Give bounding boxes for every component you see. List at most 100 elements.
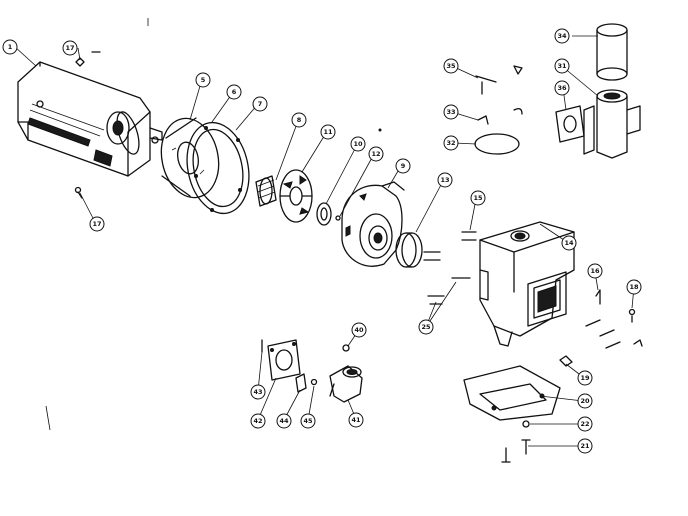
svg-text:40: 40 — [354, 326, 364, 334]
gasket-ring-part — [186, 121, 250, 215]
callout-7: 7 — [252, 96, 268, 112]
callout-10: 10 — [350, 136, 366, 152]
bolt-part-top — [75, 51, 101, 67]
svg-text:32: 32 — [446, 139, 455, 147]
bolt-part-21 — [501, 439, 531, 463]
pipe-nipple-part — [596, 23, 628, 81]
svg-text:9: 9 — [401, 162, 406, 170]
svg-text:45: 45 — [303, 417, 313, 425]
studs-part-25 — [427, 277, 471, 305]
wear-ring-part — [316, 202, 332, 226]
plug-part-40 — [342, 344, 350, 352]
plug-part-19 — [559, 355, 573, 367]
callout-34: 34 — [554, 28, 570, 44]
gasket-part-44 — [295, 373, 307, 393]
callout-45: 45 — [300, 413, 316, 429]
callout-44: 44 — [276, 413, 292, 429]
callout-18: 18 — [626, 279, 642, 295]
svg-text:14: 14 — [564, 239, 574, 247]
svg-text:1: 1 — [8, 43, 13, 51]
callout-21: 21 — [577, 438, 593, 454]
bolt-part-bottom — [74, 186, 83, 199]
svg-text:22: 22 — [580, 420, 589, 428]
elbow-part-41 — [329, 365, 363, 403]
wear-ring-large-part — [395, 232, 423, 268]
svg-text:5: 5 — [201, 76, 206, 84]
svg-text:20: 20 — [580, 397, 590, 405]
svg-text:43: 43 — [253, 388, 262, 396]
nut-part-22 — [522, 420, 530, 428]
callout-32: 32 — [443, 135, 459, 151]
callout-6: 6 — [226, 84, 242, 100]
callout-43: 43 — [250, 384, 266, 400]
flange-plate-part — [555, 105, 595, 155]
svg-text:17: 17 — [92, 220, 101, 228]
stray-mark — [45, 405, 51, 431]
svg-text:10: 10 — [353, 140, 363, 148]
svg-text:33: 33 — [446, 108, 455, 116]
callout-42: 42 — [250, 413, 266, 429]
svg-text:13: 13 — [440, 176, 449, 184]
callout-13: 13 — [437, 172, 453, 188]
svg-text:25: 25 — [421, 323, 431, 331]
shaft-seal-part — [255, 175, 277, 207]
callout-40: 40 — [351, 322, 367, 338]
washer-part-45 — [310, 378, 318, 386]
callout-12: 12 — [368, 146, 384, 162]
motor-part — [17, 61, 163, 177]
svg-text:6: 6 — [232, 88, 237, 96]
adapter-part — [160, 117, 220, 199]
svg-text:7: 7 — [258, 100, 263, 108]
svg-text:44: 44 — [279, 417, 289, 425]
svg-text:19: 19 — [580, 374, 590, 382]
callout-9: 9 — [395, 158, 411, 174]
callout-33: 33 — [443, 104, 459, 120]
stray-dot — [378, 128, 382, 132]
svg-text:31: 31 — [557, 62, 567, 70]
callout-22: 22 — [577, 416, 593, 432]
svg-text:11: 11 — [323, 128, 333, 136]
svg-text:15: 15 — [473, 194, 483, 202]
svg-text:8: 8 — [297, 116, 302, 124]
svg-text:17: 17 — [65, 44, 74, 52]
callout-25: 25 — [418, 319, 434, 335]
callout-5: 5 — [195, 72, 211, 88]
base-part — [463, 365, 561, 421]
svg-text:36: 36 — [557, 84, 567, 92]
cover-plate-part-42 — [267, 339, 301, 381]
svg-text:34: 34 — [557, 32, 567, 40]
pump-body-part — [479, 221, 575, 347]
svg-text:21: 21 — [580, 442, 590, 450]
svg-text:12: 12 — [371, 150, 380, 158]
o-ring-part-32 — [474, 133, 520, 155]
callout-bubbles: 1 17 17 5 6 7 8 11 10 12 9 13 15 14 16 1… — [2, 28, 642, 454]
studs-part-15 — [423, 231, 477, 261]
valve-disc-part-33 — [477, 108, 523, 125]
callout-14: 14 — [561, 235, 577, 251]
callout-17: 17 — [62, 40, 78, 56]
svg-text:18: 18 — [629, 283, 639, 291]
callout-15: 15 — [470, 190, 486, 206]
callout-17: 17 — [89, 216, 105, 232]
callout-31: 31 — [554, 58, 570, 74]
volute-casing-part — [341, 181, 405, 267]
svg-text:35: 35 — [446, 62, 456, 70]
leader-lines — [14, 35, 635, 447]
pipe-tee-part — [596, 89, 641, 159]
svg-text:16: 16 — [590, 267, 600, 275]
svg-text:41: 41 — [351, 416, 361, 424]
valve-bolts-part-35 — [475, 65, 523, 95]
callout-1: 1 — [2, 39, 18, 55]
callout-35: 35 — [443, 58, 459, 74]
callout-20: 20 — [577, 393, 593, 409]
callout-8: 8 — [291, 112, 307, 128]
bolts-part-16 — [585, 289, 621, 349]
washer-part-12 — [335, 215, 341, 221]
callout-36: 36 — [554, 80, 570, 96]
svg-text:42: 42 — [253, 417, 262, 425]
impeller-part — [279, 169, 313, 223]
callout-41: 41 — [348, 412, 364, 428]
callout-11: 11 — [320, 124, 336, 140]
bolts-part-18 — [628, 308, 643, 347]
